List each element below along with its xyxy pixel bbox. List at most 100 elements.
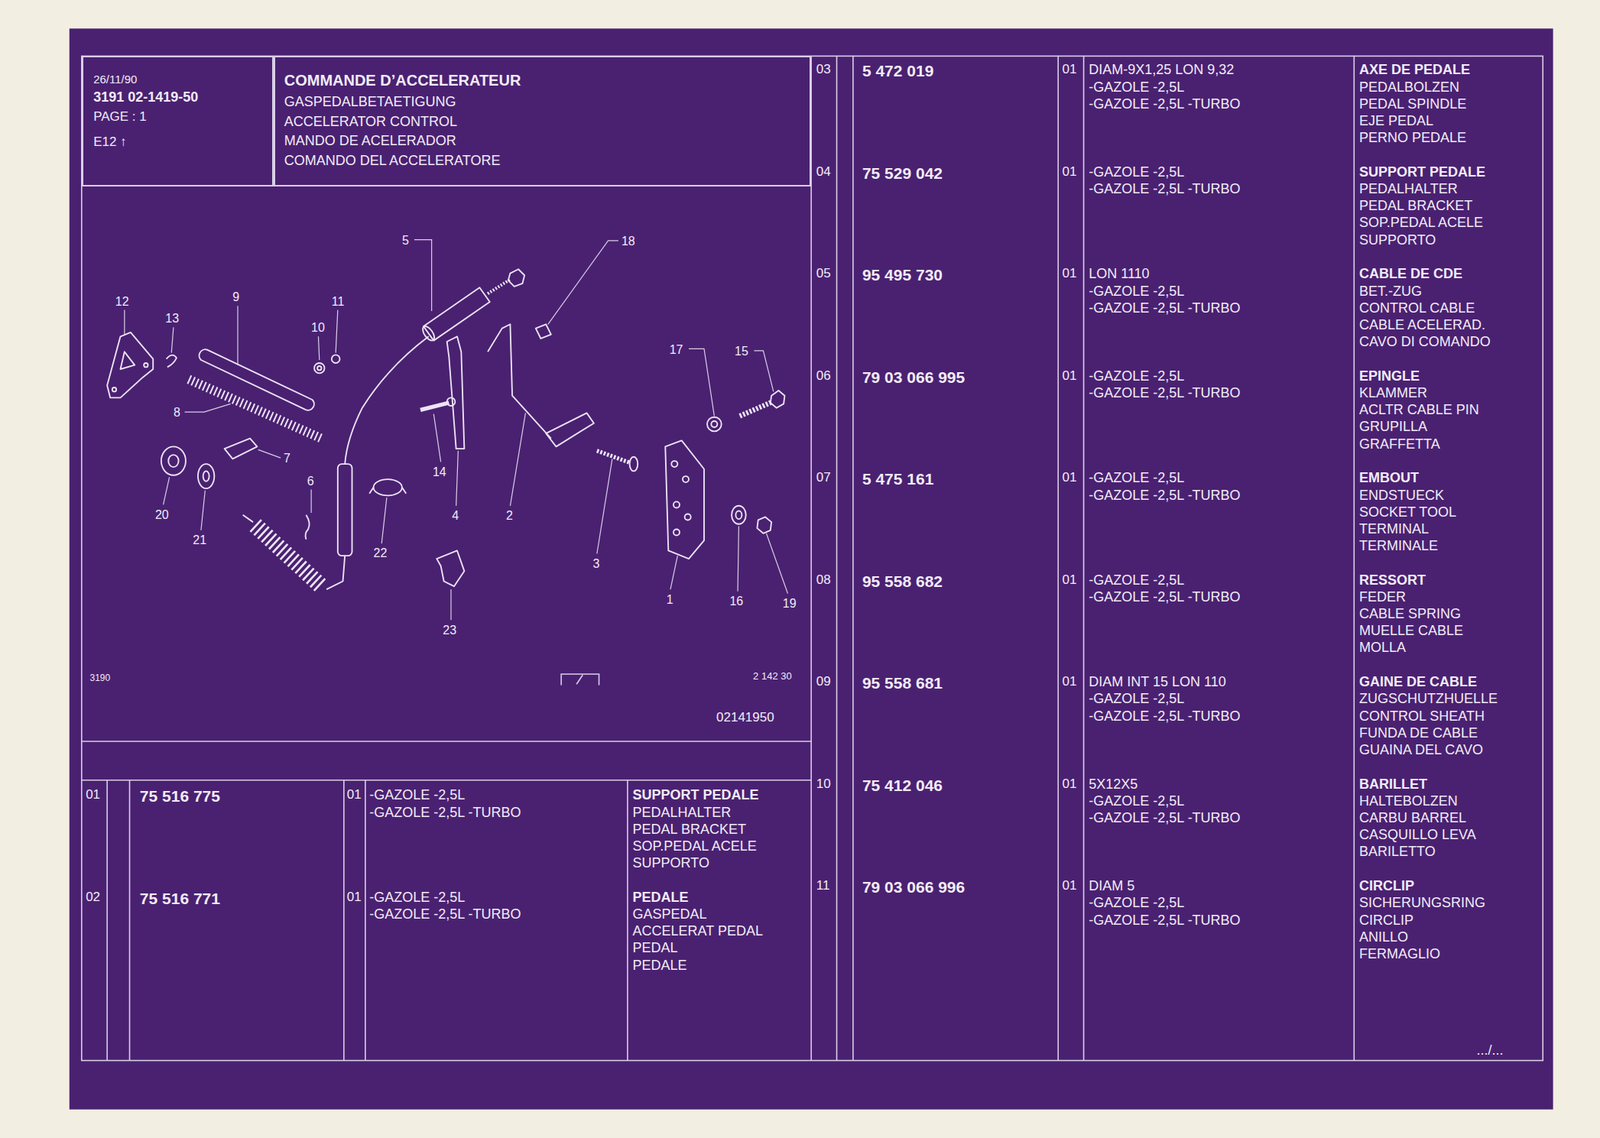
callout-number: 22 <box>373 546 388 561</box>
part-name: SUPPORT PEDALE <box>632 787 760 804</box>
row-number: 11 <box>816 878 831 894</box>
callout-number: 3 <box>593 557 601 572</box>
header-text: MANDO DE ACELERADOR <box>284 133 457 150</box>
fiche-ground <box>69 28 1554 1110</box>
part-number: 5 472 019 <box>862 61 934 81</box>
callout-number: 9 <box>232 290 240 305</box>
part-number: 79 03 066 995 <box>862 368 965 387</box>
part-number: 5 475 161 <box>862 470 934 489</box>
callout-number: 20 <box>155 508 169 523</box>
spec-text: DIAM-9X1,25 LON 9,32 <box>1088 61 1234 78</box>
spec-text: -GAZOLE -2,5L -TURBO <box>1088 300 1240 317</box>
part-name: PEDAL SPINDLE <box>1359 96 1467 113</box>
part-number: 75 516 771 <box>139 889 221 909</box>
part-number: 79 03 066 996 <box>862 878 965 897</box>
part-name: PEDAL BRACKET <box>1359 197 1473 215</box>
quantity: 01 <box>1062 878 1078 894</box>
part-name: GUAINA DEL CAVO <box>1359 742 1484 759</box>
part-name: ACCELERAT PEDAL <box>632 923 763 940</box>
part-name: GASPEDAL <box>632 906 708 923</box>
part-number: 75 516 775 <box>139 787 221 806</box>
spec-text: -GAZOLE -2,5L -TURBO <box>1088 385 1240 402</box>
callout-number: 19 <box>782 597 797 611</box>
part-name: CASQUILLO LEVA <box>1359 827 1477 844</box>
spec-text: -GAZOLE -2,5L -TURBO <box>369 804 521 822</box>
callout-number: 6 <box>307 474 315 489</box>
callout-number: 4 <box>451 509 459 523</box>
part-number: 95 558 682 <box>862 572 943 591</box>
row-number: 01 <box>85 787 101 803</box>
part-name: CABLE SPRING <box>1359 606 1461 623</box>
callout-number: 23 <box>442 623 457 638</box>
callout-number: 17 <box>669 343 684 357</box>
spec-text: -GAZOLE -2,5L <box>1088 691 1185 708</box>
spec-text: -GAZOLE -2,5L -TURBO <box>1088 487 1240 504</box>
part-name: RESSORT <box>1359 572 1426 589</box>
part-number: 95 558 681 <box>862 674 943 693</box>
quantity: 01 <box>347 889 362 906</box>
callout-number: 10 <box>311 321 325 335</box>
leader-lines <box>124 240 789 621</box>
quantity: 01 <box>1062 266 1078 282</box>
reference-box: 26/11/903191 02-1419-50PAGE : 1E12 ↑ <box>81 55 274 187</box>
header-text: ACCELERATOR CONTROL <box>284 113 458 130</box>
callout-number: 2 <box>506 509 513 523</box>
part-name: ANILLO <box>1359 929 1409 946</box>
callout-number: 11 <box>331 295 345 309</box>
spec-text: -GAZOLE -2,5L -TURBO <box>1088 810 1240 827</box>
callout-number: 7 <box>283 451 291 466</box>
spec-text: -GAZOLE -2,5L <box>1088 79 1185 96</box>
spec-text: -GAZOLE -2,5L -TURBO <box>1088 912 1240 929</box>
header-text: PAGE : 1 <box>93 109 147 125</box>
part-name: SUPPORTO <box>632 855 710 872</box>
callout-number: 1 <box>666 593 674 607</box>
spec-text: -GAZOLE -2,5L <box>1088 895 1185 912</box>
spec-text: DIAM 5 <box>1088 878 1135 895</box>
spec-text: 5X12X5 <box>1088 776 1138 793</box>
part-name: EMBOUT <box>1359 470 1419 487</box>
part-name: PEDALHALTER <box>632 804 732 822</box>
row-number: 05 <box>816 266 831 282</box>
page-continuation: .../... <box>1476 1042 1503 1059</box>
row-number: 10 <box>816 776 831 792</box>
part-name: PERNO PEDALE <box>1359 129 1467 147</box>
part-name: CONTROL SHEATH <box>1359 708 1485 725</box>
part-name: FUNDA DE CABLE <box>1359 725 1478 742</box>
header-text: GASPEDALBETAETIGUNG <box>284 94 457 111</box>
exploded-view <box>107 269 785 590</box>
spec-text: -GAZOLE -2,5L -TURBO <box>1088 708 1240 725</box>
part-name: SOCKET TOOL <box>1359 504 1457 521</box>
part-name: TERMINALE <box>1359 538 1438 555</box>
part-name: CIRCLIP <box>1359 912 1414 929</box>
table-grid <box>81 55 1543 1061</box>
spec-text: -GAZOLE -2,5L -TURBO <box>1088 181 1240 198</box>
part-name: SOP.PEDAL ACELE <box>1359 214 1484 231</box>
drawing-ref: 02141950 <box>716 710 775 726</box>
spec-text: -GAZOLE -2,5L <box>1088 283 1185 300</box>
part-name: GRAFFETTA <box>1359 436 1441 453</box>
spec-text: -GAZOLE -2,5L <box>369 889 465 906</box>
quantity: 01 <box>1062 572 1078 588</box>
drawing-ref: 3190 <box>89 673 111 685</box>
part-name: CAVO DI COMANDO <box>1359 334 1491 351</box>
header-text: 26/11/90 <box>93 72 137 86</box>
part-name: FEDER <box>1359 589 1406 606</box>
part-name: MOLLA <box>1359 639 1406 656</box>
part-name: ACLTR CABLE PIN <box>1359 402 1480 419</box>
callout-number: 13 <box>165 311 179 326</box>
part-name: CARBU BARREL <box>1359 810 1467 827</box>
part-number: 75 529 042 <box>862 164 943 183</box>
spec-text: -GAZOLE -2,5L <box>1088 164 1185 181</box>
part-name: FERMAGLIO <box>1359 946 1441 963</box>
callout-number: 5 <box>402 233 409 248</box>
part-name: GAINE DE CABLE <box>1359 674 1477 691</box>
row-number: 02 <box>85 889 101 906</box>
quantity: 01 <box>347 787 362 803</box>
part-name: GRUPILLA <box>1359 418 1428 435</box>
row-number: 06 <box>816 368 831 384</box>
callout-number: 18 <box>621 234 636 249</box>
callout-number: 8 <box>173 405 181 420</box>
spec-text: -GAZOLE -2,5L -TURBO <box>369 906 521 923</box>
quantity: 01 <box>1062 61 1078 78</box>
